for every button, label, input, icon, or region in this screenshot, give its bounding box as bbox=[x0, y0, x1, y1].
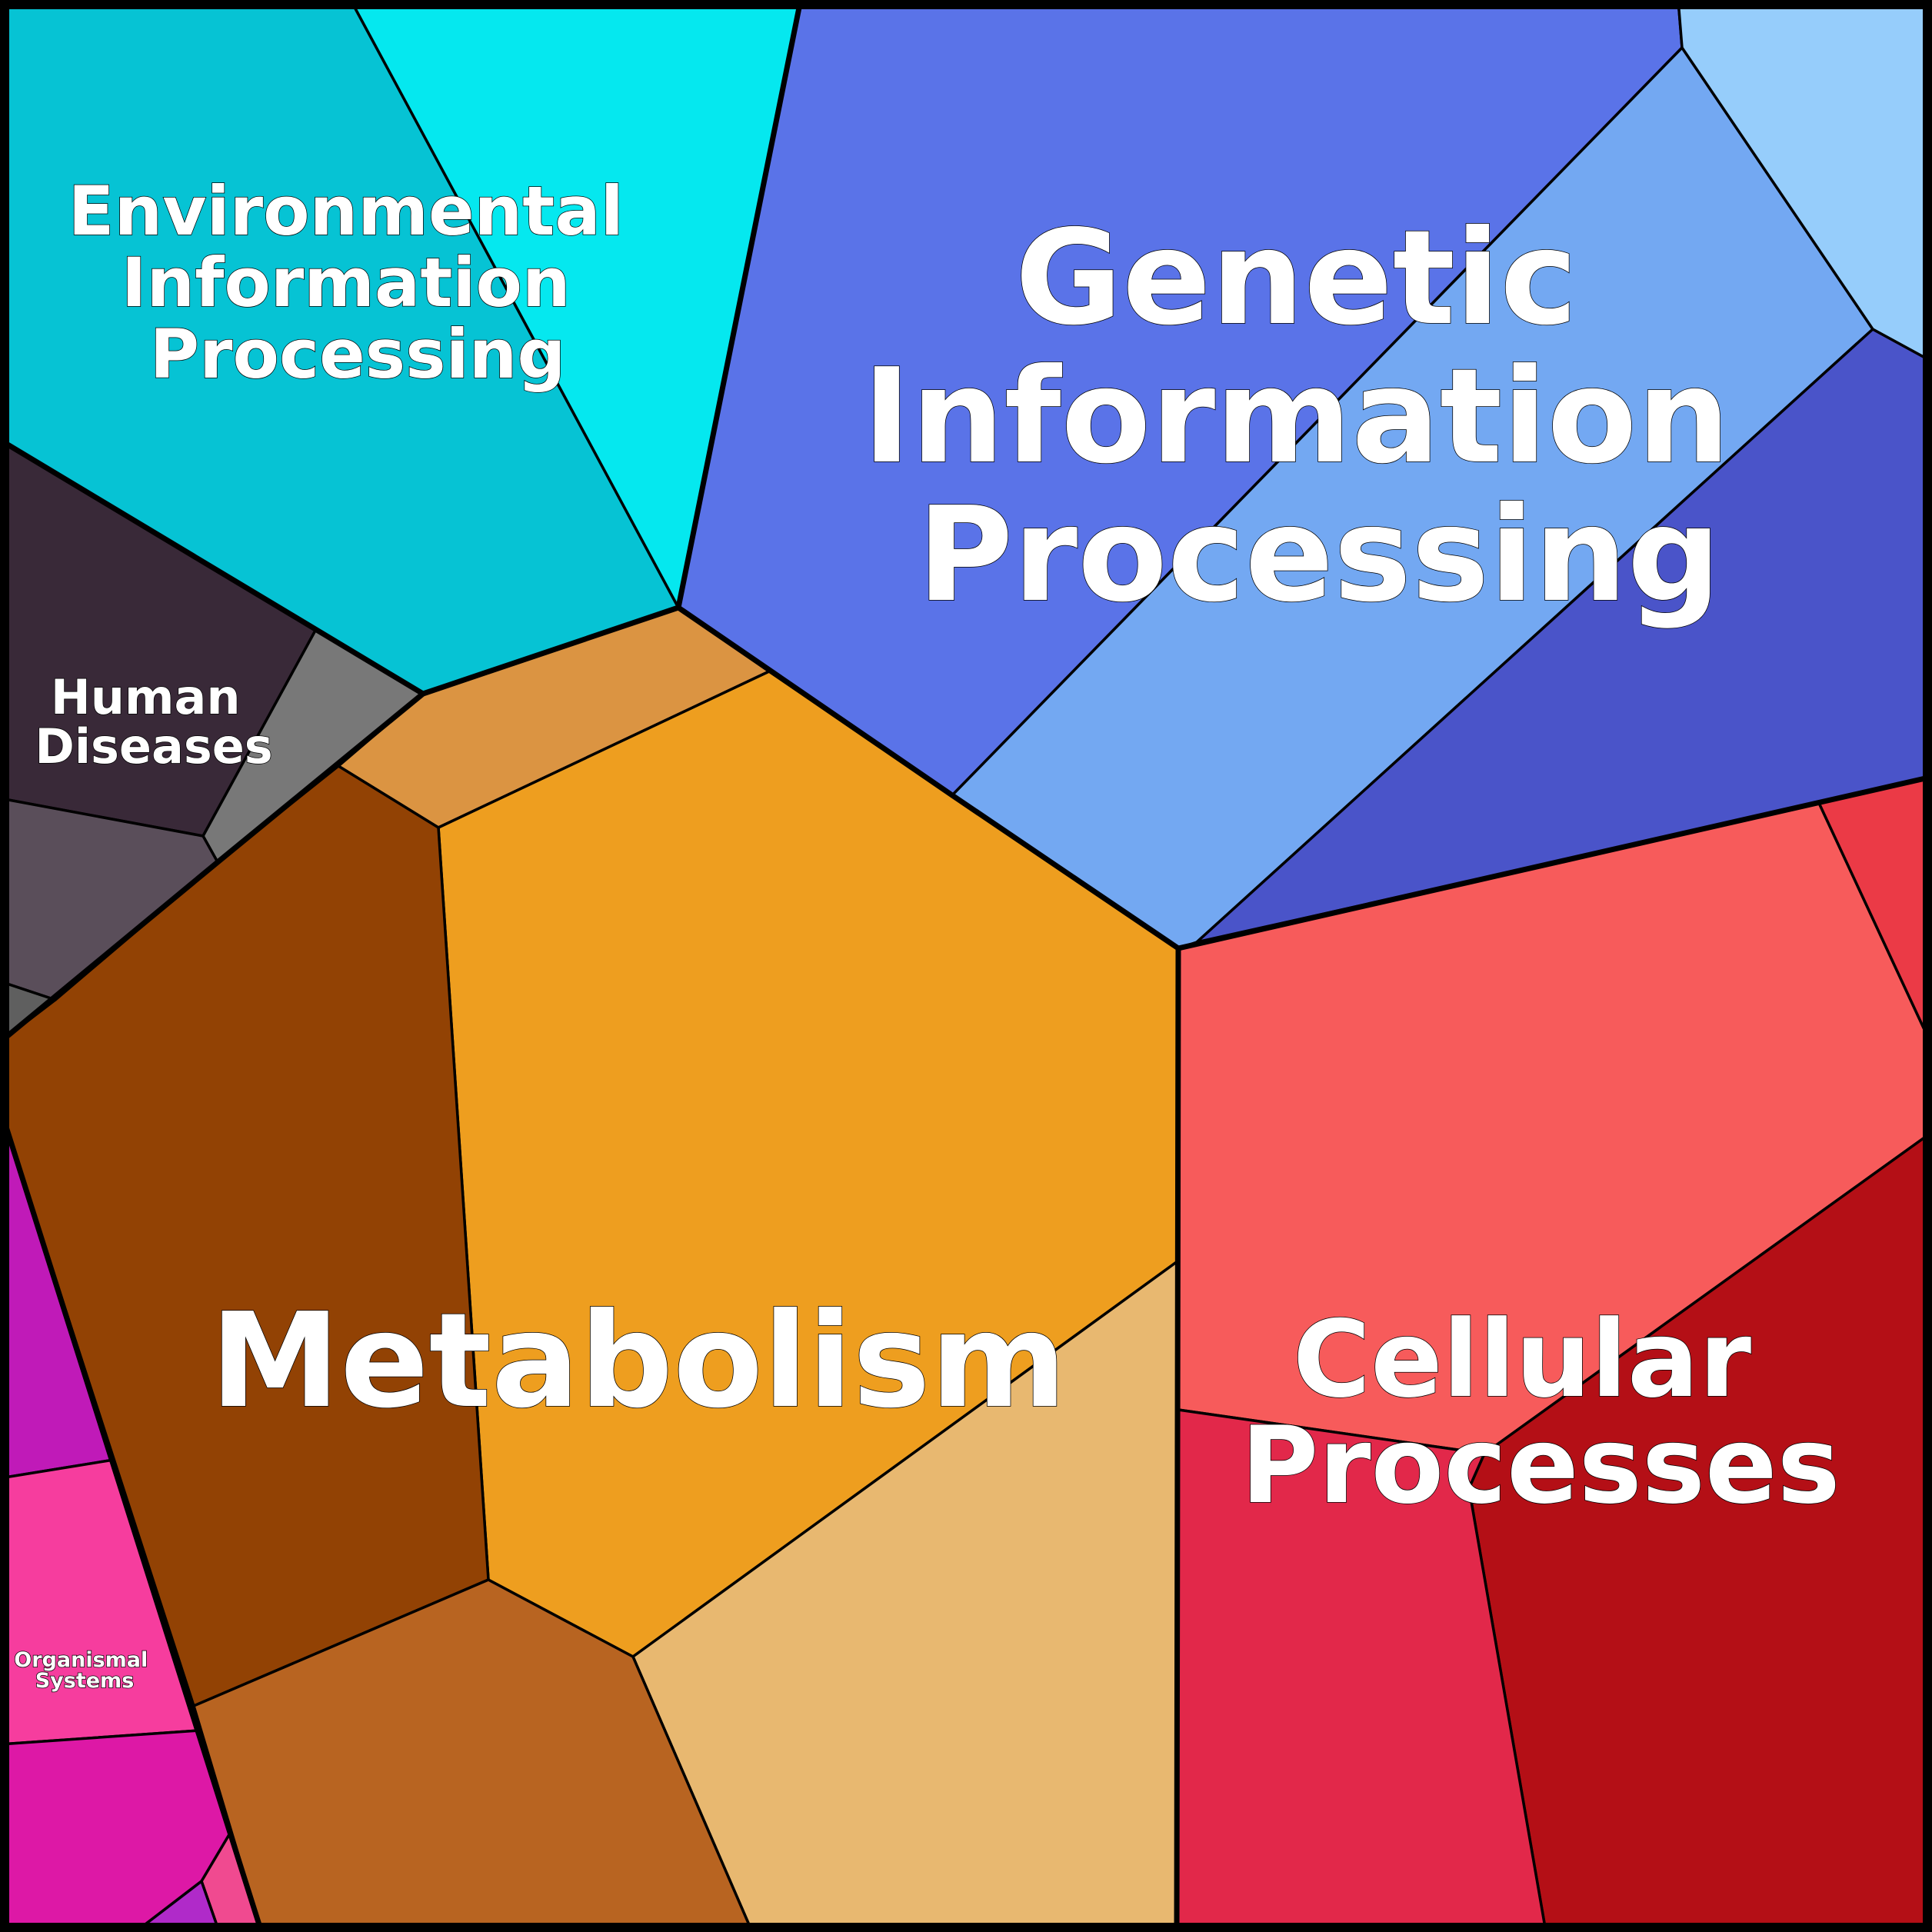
label-metabolism-line-1: Metabolism bbox=[210, 1285, 1067, 1437]
label-genetic-information-processing: Genetic Information Processing bbox=[862, 202, 1775, 631]
label-human-line-1: Human bbox=[51, 669, 241, 725]
label-environmental-line-3: Processing bbox=[150, 315, 566, 394]
label-genetic-line-2: Information bbox=[862, 341, 1730, 493]
boundary-genetic bbox=[675, 605, 1932, 951]
label-human-diseases: Human Diseases bbox=[35, 669, 272, 774]
cell-genetic-4 bbox=[1677, 0, 1932, 363]
label-cellular-line-1: Cellular bbox=[1293, 1297, 1751, 1421]
label-environmental-line-1: Environmental bbox=[68, 172, 623, 251]
boundary-cellular bbox=[1174, 945, 1181, 1932]
boundary-human-metabolism bbox=[0, 691, 426, 1045]
label-human-line-2: Diseases bbox=[35, 718, 272, 774]
label-environmental-information-processing: Environmental Information Processing bbox=[68, 172, 647, 394]
boundary-environmental bbox=[0, 0, 804, 697]
label-cellular-line-2: Processes bbox=[1241, 1404, 1840, 1527]
label-organismal-line-1: Organismal bbox=[14, 1648, 148, 1672]
label-metabolism: Metabolism bbox=[210, 1285, 1067, 1437]
label-genetic-line-1: Genetic bbox=[1015, 202, 1577, 355]
label-organismal-systems: Organismal Systems bbox=[14, 1648, 155, 1693]
label-organismal-line-2: Systems bbox=[35, 1669, 135, 1693]
label-environmental-line-2: Information bbox=[122, 243, 571, 322]
label-cellular-processes: Cellular Processes bbox=[1241, 1297, 1840, 1527]
label-genetic-line-3: Processing bbox=[918, 479, 1721, 631]
boundary-organismal bbox=[0, 1104, 265, 1932]
